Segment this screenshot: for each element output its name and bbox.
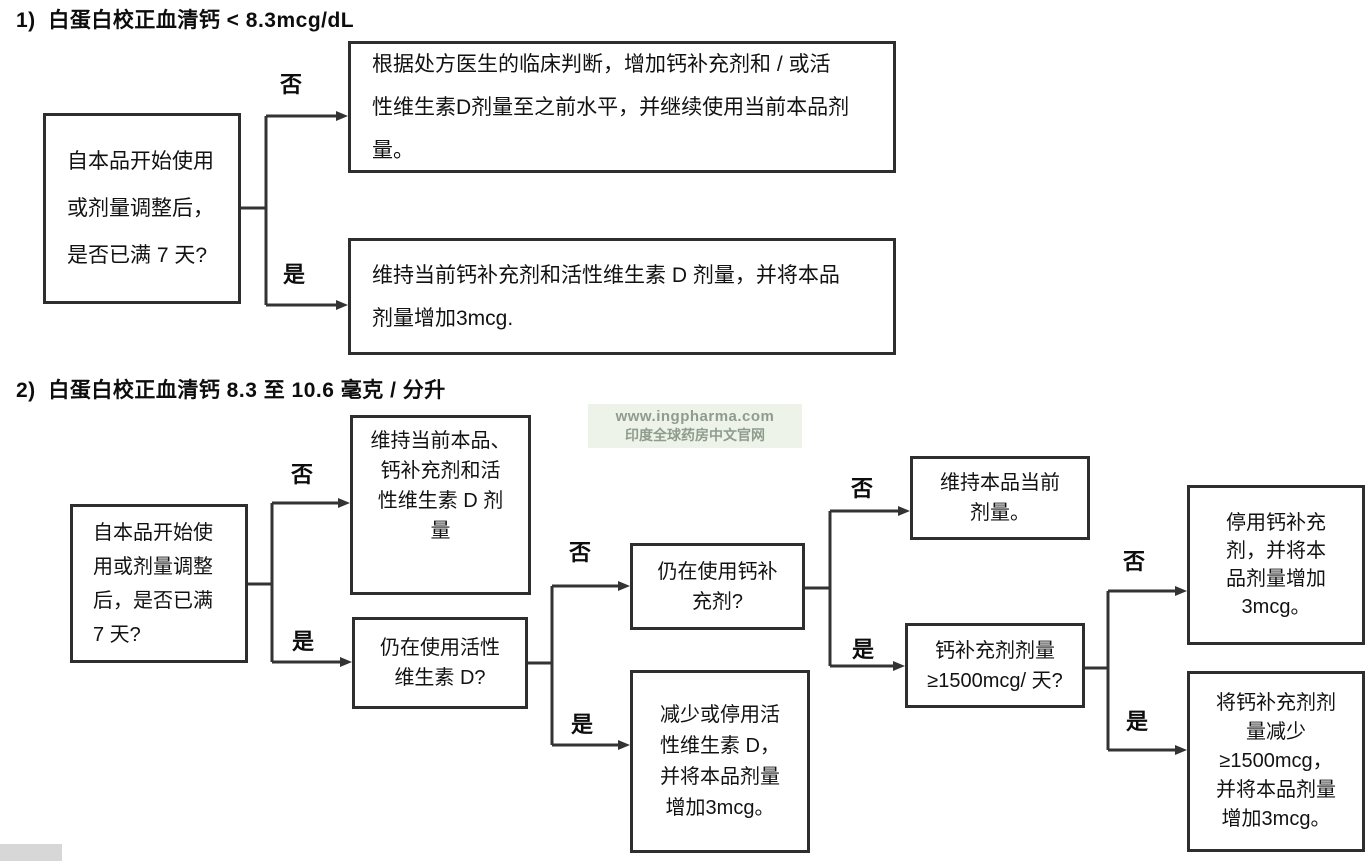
s1-no-result-box: 根据处方医生的临床判断，增加钙补充剂和 / 或活 性维生素D剂量至之前水平，并继… (348, 41, 896, 173)
s2-reduce-vitd-box: 减少或停用活 性维生素 D， 并将本品剂量 增加3mcg。 (630, 670, 810, 853)
watermark-caption: 印度全球药房中文官网 (625, 426, 765, 443)
s2-question-box: 自本品开始使 用或剂量调整 后，是否已满 7 天? (70, 504, 248, 663)
s1-question-box: 自本品开始使用 或剂量调整后， 是否已满 7 天? (43, 113, 241, 304)
s1-yes-result-box: 维持当前钙补充剂和活性维生素 D 剂量，并将本品 剂量增加3mcg. (348, 238, 896, 355)
watermark: www.ingpharma.com 印度全球药房中文官网 (588, 404, 802, 448)
s2-branch1-yes-label: 是 (292, 629, 315, 654)
s2-calcium-dose-question-box: 钙补充剂剂量 ≥1500mcg/ 天? (905, 623, 1085, 708)
s2-maintain-dose-box: 维持本品当前 剂量。 (910, 456, 1090, 540)
section1-title: 1) 白蛋白校正血清钙 < 8.3mcg/dL (16, 9, 355, 32)
s2-reduce-calcium-box: 将钙补充剂剂 量减少 ≥1500mcg， 并将本品剂量 增加3mcg。 (1187, 671, 1365, 852)
s2-vitd-question-box: 仍在使用活性 维生素 D? (352, 617, 528, 709)
s2-branch4-no-label: 否 (1123, 549, 1146, 574)
s2-stop-calcium-box: 停用钙补充 剂，并将本 品剂量增加 3mcg。 (1187, 485, 1365, 645)
s1-no-label: 否 (280, 72, 303, 97)
s2-branch1-no-label: 否 (291, 462, 314, 487)
corner-gray-bar (0, 844, 62, 861)
s2-branch4-yes-label: 是 (1126, 709, 1149, 734)
s2-branch2-yes-label: 是 (571, 712, 594, 737)
s2-branch3-no-label: 否 (851, 476, 874, 501)
section2-title: 2) 白蛋白校正血清钙 8.3 至 10.6 毫克 / 分升 (16, 379, 446, 402)
s2-maintain-all-box: 维持当前本品、 钙补充剂和活 性维生素 D 剂 量 (350, 415, 531, 595)
s2-calcium-question-box: 仍在使用钙补 充剂? (630, 543, 805, 630)
watermark-url: www.ingpharma.com (615, 407, 775, 425)
s2-branch2-no-label: 否 (569, 540, 592, 565)
s2-branch3-yes-label: 是 (852, 637, 875, 662)
s1-yes-label: 是 (283, 262, 306, 287)
